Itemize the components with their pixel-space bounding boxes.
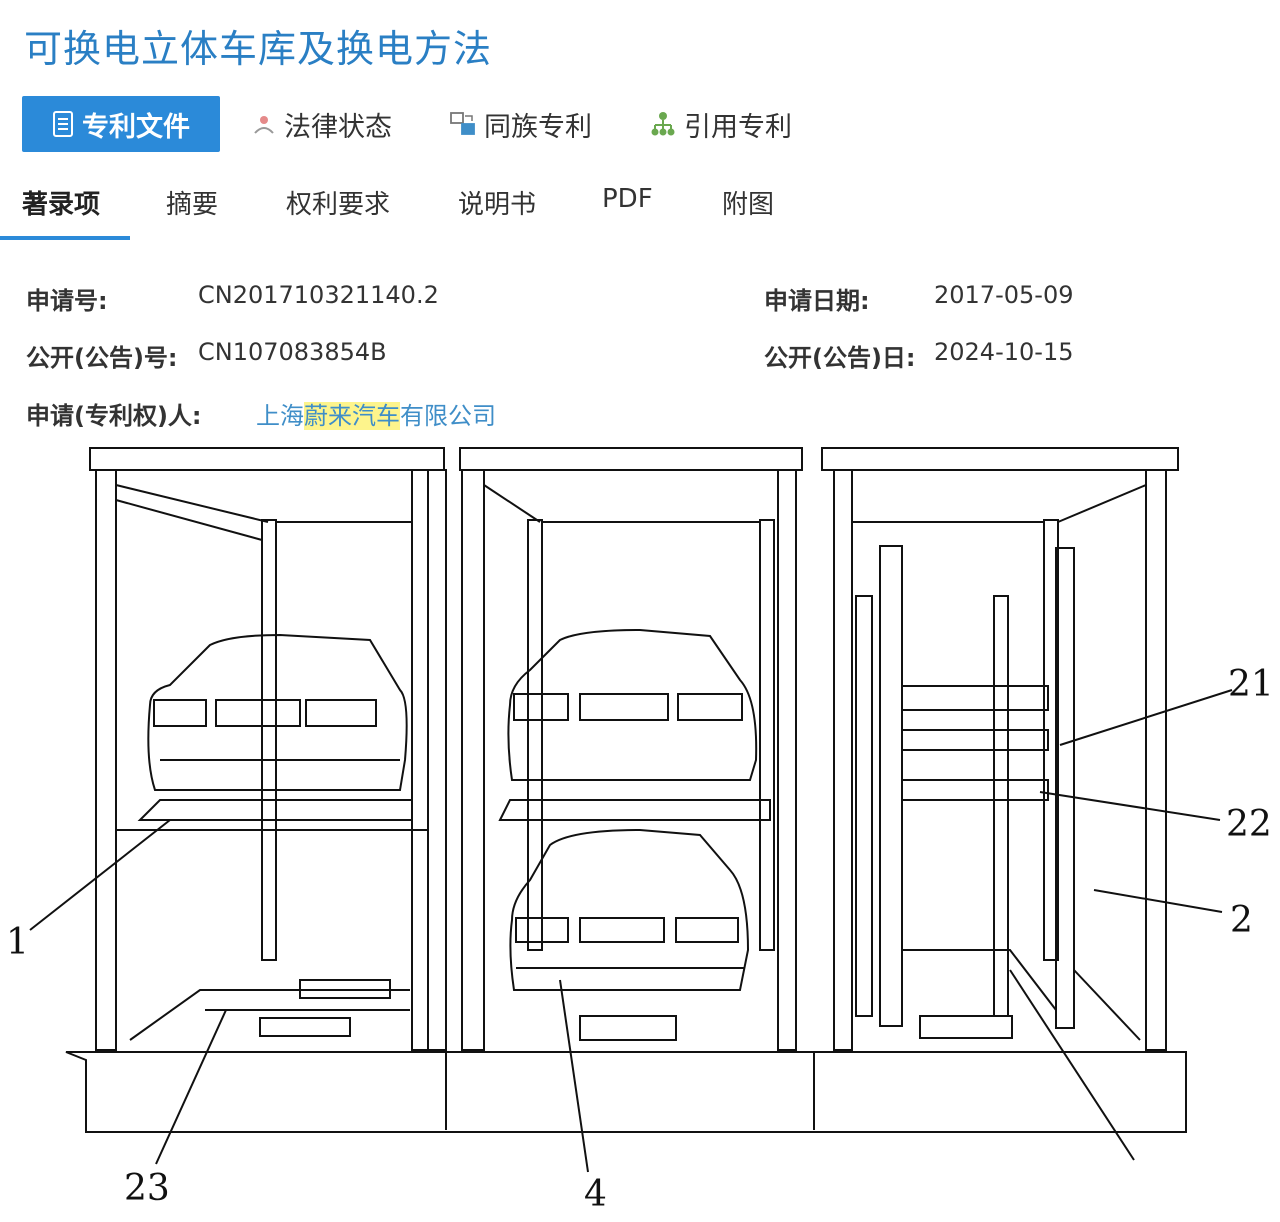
applicant-name-part: 上海 [256,402,304,430]
tab-claims[interactable]: 权利要求 [286,190,391,220]
application-date-label: 申请日期: [764,287,870,315]
swap-platform-21 [901,685,1049,711]
active-tab-underline [0,236,130,240]
callout-23: 23 [124,1168,170,1209]
tab-cited-patents[interactable]: 引用专利 [650,96,792,152]
citation-tree-icon [650,111,676,137]
tab-label: 同族专利 [484,111,592,143]
applicant-link[interactable]: 上海蔚来汽车有限公司 [256,396,496,431]
bay-2-roof [459,447,803,471]
bay-1-pallet [137,799,413,821]
swap-lift-post [879,545,903,1027]
tab-patent-document[interactable]: 专利文件 [22,96,220,152]
applicant-name-part: 有限公司 [400,402,496,430]
callout-21: 21 [1228,664,1274,705]
callout-1: 1 [6,922,29,963]
tab-abstract[interactable]: 摘要 [166,190,219,220]
main-tab-bar: 专利文件 法律状态 同族专利 引用专利 [22,96,792,152]
tab-label: 引用专利 [684,111,792,143]
bay-2-upper-car [507,628,758,781]
tab-family-patents[interactable]: 同族专利 [450,96,592,152]
patent-drawing: 21 22 2 1 23 4 [0,440,1280,1218]
tab-label: 专利文件 [82,111,190,143]
applicant-name-highlight: 蔚来汽车 [304,402,400,430]
swap-platform-22 [901,779,1049,801]
application-no-label: 申请号: [26,287,108,315]
bay-3-roof [821,447,1179,471]
tab-legal-status[interactable]: 法律状态 [252,96,392,152]
family-icon [450,112,476,136]
application-no-value: CN201710321140.2 [198,281,439,309]
bay-1-roof [89,447,445,471]
tab-description[interactable]: 说明书 [458,190,537,220]
callout-2: 2 [1230,900,1253,941]
gavel-icon [252,113,276,135]
publication-no-value: CN107083854B [198,338,387,366]
tab-pdf[interactable]: PDF [602,184,653,214]
patent-title: 可换电立体车库及换电方法 [24,27,493,71]
tab-bibliographic[interactable]: 著录项 [22,190,101,220]
bay-1-car [147,633,408,791]
tab-label: 法律状态 [284,111,392,143]
garage-base [65,1051,1187,1133]
bay-2-upper-pallet [498,799,771,821]
publication-no-label: 公开(公告)号: [26,344,178,372]
tab-drawings[interactable]: 附图 [722,190,775,220]
document-icon [52,111,74,137]
applicant-label: 申请(专利权)人: [26,402,202,430]
publication-date-value: 2024-10-15 [934,338,1074,366]
callout-4: 4 [584,1174,607,1215]
publication-date-label: 公开(公告)日: [764,344,916,372]
garage-drawing-svg: 21 22 2 1 23 4 [6,447,1274,1215]
bay-2-lower-car [509,828,750,991]
application-date-value: 2017-05-09 [934,281,1074,309]
sub-tab-bar: 著录项 摘要 权利要求 说明书 PDF 附图 [0,174,1280,242]
callout-22: 22 [1226,804,1272,845]
